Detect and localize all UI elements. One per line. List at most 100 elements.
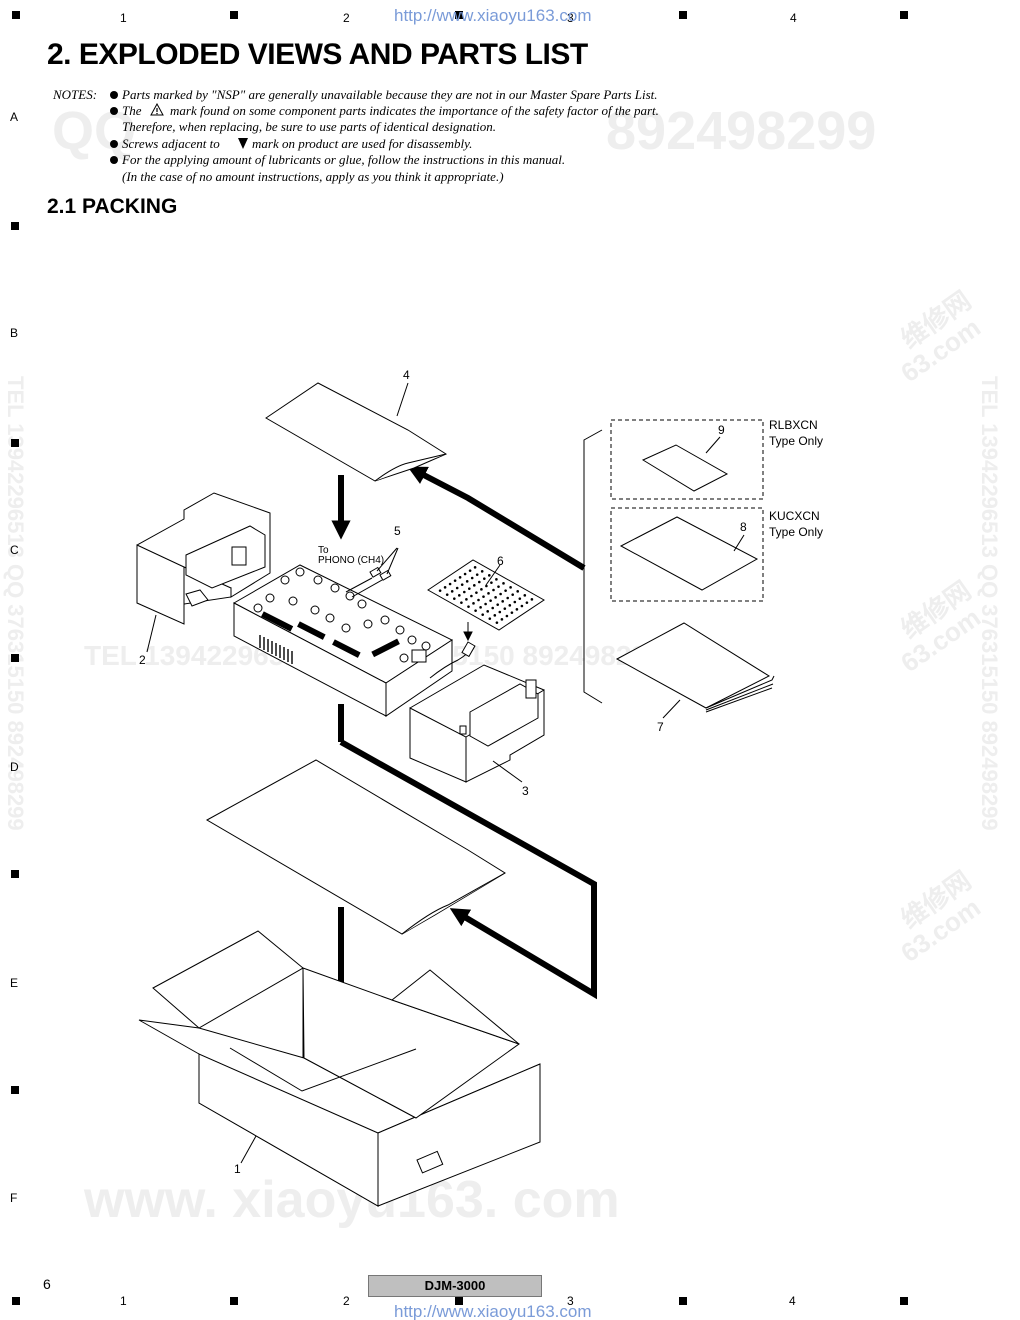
screw-triangle-icon bbox=[238, 138, 248, 149]
sheet-dot bbox=[487, 592, 490, 595]
callout-6: 6 bbox=[497, 554, 504, 568]
sheet-dot bbox=[488, 617, 492, 620]
sheet-dot bbox=[453, 579, 457, 582]
grid-col-2: 2 bbox=[343, 11, 350, 25]
note-line-4b: mark on product are used for disassembly… bbox=[252, 136, 473, 151]
grid-mark bbox=[12, 11, 20, 19]
sheet-dot bbox=[458, 594, 461, 597]
sheet-dot bbox=[495, 621, 499, 624]
grid-col-4-bottom: 4 bbox=[789, 1294, 796, 1308]
sheet-dot bbox=[473, 566, 477, 569]
sheet-dot bbox=[480, 570, 484, 573]
grid-col-3-bottom: 3 bbox=[567, 1294, 574, 1308]
sheet-dot bbox=[493, 614, 497, 617]
notes-label: NOTES: bbox=[53, 87, 98, 102]
sheet-dot bbox=[450, 590, 454, 593]
grid-col-2-bottom: 2 bbox=[343, 1294, 350, 1308]
sheet-dot bbox=[468, 587, 471, 590]
grid-col-1: 1 bbox=[120, 11, 127, 25]
leader-line bbox=[240, 1135, 257, 1164]
footer-url-link[interactable]: http://www.xiaoyu163.com bbox=[394, 1302, 592, 1320]
variant-label-kucxcn: KUCXCN bbox=[769, 509, 820, 523]
variant-label-rlbxcn-type: Type Only bbox=[769, 434, 823, 448]
grid-row-b: B bbox=[10, 326, 19, 340]
grid-col-4: 4 bbox=[790, 11, 797, 25]
instruction-sheet-part-8 bbox=[619, 516, 759, 591]
note-line-5: For the applying amount of lubricants or… bbox=[122, 152, 566, 167]
sheet-dot bbox=[520, 604, 524, 608]
page-number: 6 bbox=[43, 1276, 51, 1292]
sheet-dot bbox=[513, 600, 517, 604]
sheet-dot bbox=[490, 581, 493, 584]
variant-bracket bbox=[583, 419, 764, 704]
sheet-dot bbox=[470, 594, 473, 598]
sheet-dot bbox=[530, 598, 534, 601]
sheet-dot bbox=[499, 592, 502, 596]
callout-7: 7 bbox=[657, 720, 664, 734]
sheet-dot bbox=[438, 589, 442, 592]
callout-2: 2 bbox=[139, 653, 146, 667]
sheet-dot bbox=[509, 586, 512, 589]
header-url-link[interactable]: http://www.xiaoyu163.com bbox=[394, 6, 592, 25]
polyethylene-bag-part-large bbox=[205, 759, 506, 935]
sheet-dot bbox=[505, 614, 509, 618]
sheet-dot bbox=[483, 577, 486, 580]
leader-line bbox=[396, 382, 409, 417]
callout-1: 1 bbox=[234, 1162, 241, 1176]
bullet-icon bbox=[110, 91, 118, 99]
watermark-side-right: TEL 13942296513 QQ 376315150 892498299 bbox=[977, 376, 1002, 831]
sheet-dot bbox=[463, 590, 466, 594]
grid-mark bbox=[679, 1297, 687, 1305]
grid-row-f: F bbox=[10, 1191, 18, 1205]
sheet-dot bbox=[472, 602, 475, 605]
sheet-dot bbox=[474, 609, 477, 612]
grid-mark bbox=[230, 1297, 238, 1305]
power-cord bbox=[429, 622, 476, 679]
watermark-qq-right: 892498299 bbox=[606, 101, 877, 161]
connector-label-phono: PHONO (CH4) bbox=[318, 555, 384, 566]
dust-sheet-part-6 bbox=[427, 559, 545, 631]
grid-mark bbox=[679, 11, 687, 19]
grid-mark bbox=[455, 11, 463, 19]
grid-mark bbox=[11, 222, 19, 230]
connector-label-to: To bbox=[318, 545, 329, 556]
sheet-dot bbox=[510, 611, 514, 614]
sheet-dot bbox=[511, 593, 514, 596]
sheet-dot bbox=[460, 583, 464, 586]
sheet-dot bbox=[504, 589, 507, 592]
grid-mark bbox=[455, 1297, 463, 1305]
watermark-side-left: TEL 13942296513 QQ 376315150 892498299 bbox=[3, 376, 28, 831]
sheet-dot bbox=[480, 588, 483, 591]
grid-mark bbox=[11, 439, 19, 447]
bullet-icon bbox=[110, 140, 118, 148]
sheet-dot bbox=[501, 600, 505, 603]
leader-line bbox=[146, 614, 157, 653]
sheet-dot bbox=[494, 596, 497, 599]
packing-cushion-part-2 bbox=[136, 492, 271, 625]
grid-row-a: A bbox=[10, 110, 19, 124]
note-line-1: Parts marked by "NSP" are generally unav… bbox=[122, 87, 658, 102]
note-line-4a: Screws adjacent to bbox=[122, 136, 220, 151]
sheet-dot bbox=[508, 604, 512, 607]
leader-line bbox=[492, 760, 523, 783]
sheet-dot bbox=[475, 573, 479, 576]
grid-col-1-bottom: 1 bbox=[120, 1294, 127, 1308]
sheet-dot bbox=[484, 602, 487, 606]
note-line-6: (In the case of no amount instructions, … bbox=[122, 169, 504, 184]
grid-row-e: E bbox=[10, 976, 19, 990]
mixer-unit-djm bbox=[232, 564, 454, 717]
sheet-dot bbox=[496, 603, 500, 606]
carton-box-part-1 bbox=[138, 930, 541, 1207]
sheet-dot bbox=[465, 580, 469, 583]
sheet-dot bbox=[453, 597, 456, 600]
grid-col-3: 3 bbox=[567, 11, 574, 25]
grid-mark bbox=[12, 1297, 20, 1305]
sheet-dot bbox=[479, 606, 482, 609]
model-name-badge: DJM-3000 bbox=[368, 1275, 542, 1297]
sheet-dot bbox=[482, 595, 485, 598]
page-title: 2. EXPLODED VIEWS AND PARTS LIST bbox=[47, 38, 588, 71]
callout-5: 5 bbox=[394, 524, 401, 538]
note-line-3: Therefore, when replacing, be sure to us… bbox=[122, 119, 496, 134]
